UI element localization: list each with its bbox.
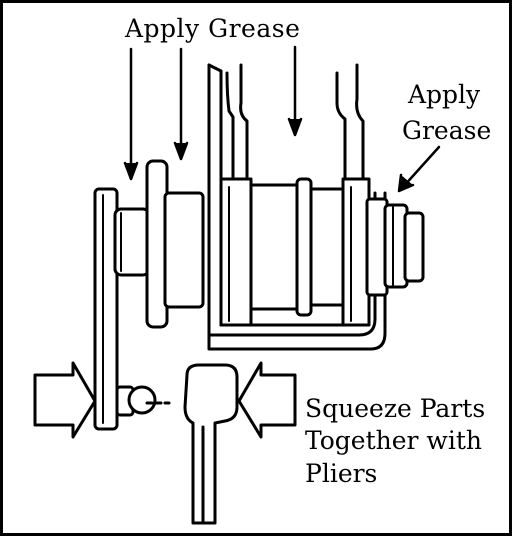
linkage-drawing — [33, 45, 441, 525]
left-pulley — [219, 63, 253, 327]
squeeze-label-line2: Together with — [305, 426, 482, 455]
right-pulley — [335, 63, 371, 327]
squeeze-arrow-right — [237, 361, 297, 439]
squeeze-arrow-left — [33, 361, 97, 439]
apply-grease-label-right-line2: Grease — [402, 116, 492, 145]
lever-plate — [93, 187, 119, 431]
ball-stud — [115, 385, 171, 417]
squeeze-label-line1: Squeeze Parts — [305, 394, 486, 423]
squeeze-label-line3: Pliers — [305, 459, 378, 488]
apply-grease-label-right-line1: Apply — [408, 80, 481, 109]
apply-grease-label-top: Apply Grease — [125, 14, 301, 43]
nut — [365, 197, 425, 297]
grease-arrows — [123, 45, 441, 193]
shaft-hub — [113, 159, 205, 329]
middle-drum — [249, 177, 347, 317]
socket-rod — [183, 363, 239, 525]
